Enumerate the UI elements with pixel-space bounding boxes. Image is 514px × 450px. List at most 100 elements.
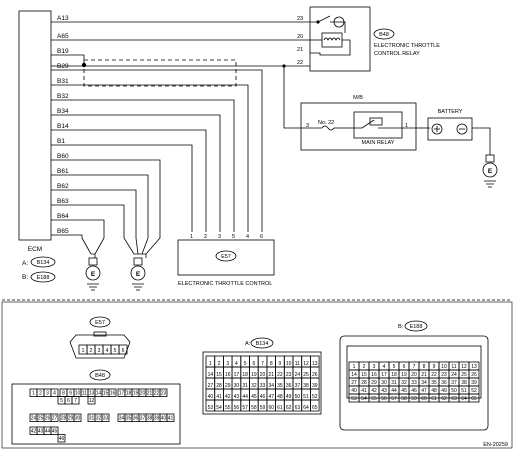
ecm-pin-b60: B60 [57,153,69,160]
b134-pin-43: 43 [234,394,240,400]
wire-b32 [51,99,235,232]
ground1-terminal [88,257,98,266]
e57-pin-cell [118,344,128,355]
b134-pin-54: 54 [216,405,222,411]
b134-pin-18: 18 [242,372,248,378]
e57-pins: 1 2 3 4 5 6 [78,344,128,355]
e57-latch [93,331,107,337]
wire-b64 [51,219,105,255]
b48-pin-33: 33 [103,416,109,422]
b134-pin-17: 17 [234,372,240,378]
wire-relay-to-mb [283,66,303,129]
b48-pin-46: 46 [59,436,65,442]
e188-pin-24: 24 [451,372,457,378]
b134-pin-32: 32 [251,383,257,389]
e188-pin-62: 62 [441,396,447,402]
ecm-pin-b62: B62 [57,183,69,190]
e188-pin-30: 30 [381,380,387,386]
wire-b1 [51,144,193,232]
b134-pin-13: 13 [312,361,318,367]
b134-pin-34: 34 [268,383,274,389]
b48-pin-32: 32 [96,416,102,422]
battery-label: BATTERY [438,109,463,115]
mb-title: M/B [353,95,363,101]
mb-main-relay-box [353,111,403,139]
e188-pin-5: 5 [393,364,396,370]
e188-pin-8: 8 [423,364,426,370]
b134-pin-16: 16 [225,372,231,378]
b134-pin-28: 28 [216,383,222,389]
b134-pin-48: 48 [277,394,283,400]
ecm-connector-b-code: E188 [37,275,50,281]
wire-b29 [51,69,263,232]
b48-pin-2: 2 [39,391,42,397]
ecm-box [18,10,52,241]
e188-pin-16: 16 [371,372,377,378]
e57-pin-6: 6 [122,348,125,354]
e57-pin-3: 3 [98,348,101,354]
e188-code: E188 [410,324,423,330]
ecm-connector-b-prefix: B: [22,274,28,281]
b134-pin-45: 45 [251,394,257,400]
ecm-pin-a65: A65 [57,33,69,40]
shield-dashed-box [83,59,237,87]
ground1-lead [91,253,96,258]
b134-pin-14: 14 [208,372,214,378]
b134-pin-4: 4 [235,361,238,367]
b134-code: B134 [256,341,269,347]
b48-pin-38: 38 [147,416,153,422]
ecm-pin-b1: B1 [57,138,65,145]
b134-pin-44: 44 [242,394,248,400]
e188-pin-63: 63 [451,396,457,402]
b134-pin-1: 1 [209,361,212,367]
e188-pin-9: 9 [433,364,436,370]
e188-pin-44: 44 [391,388,397,394]
b48-pin-27: 27 [52,416,58,422]
e188-pin-46: 46 [411,388,417,394]
b134-pin-52: 52 [312,394,318,400]
battery-ground-icon [484,180,496,188]
battery-box [427,117,473,141]
b48-pin-45: 45 [52,429,58,435]
wire-b34 [51,114,221,232]
b134-pin-27: 27 [208,383,214,389]
e188-pin-17: 17 [381,372,387,378]
battery-ground-circle [482,162,498,178]
b134-pin-57: 57 [242,405,248,411]
b48-pin-4-cell [50,388,59,397]
relay-pin-labels: 23 20 21 22 [297,16,303,66]
b134-code-oval [250,337,274,349]
b134-pin-51: 51 [303,394,309,400]
throttle-pin-4: 4 [246,234,249,240]
e188-pin-56: 56 [381,396,387,402]
relay-pin-21: 21 [297,47,303,53]
ground2-icon [132,283,144,291]
b134-pin-26: 26 [312,372,318,378]
b134-pin-15: 15 [216,372,222,378]
b134-pin-22: 22 [277,372,283,378]
e188-pin-55: 55 [371,396,377,402]
wire-b62 [51,189,139,255]
wire-battery-ground [472,127,491,155]
e188-pin-39: 39 [471,380,477,386]
b134-prefix: A: [245,341,251,347]
b48-pin-6: 6 [67,398,70,404]
b48-pin-24: 24 [31,416,37,422]
throttle-code: E57 [221,254,231,260]
mb-fuse-pin-left: 3 [306,123,309,129]
b134-pin-30: 30 [234,383,240,389]
relay-name-line1: ELECTRONIC THROTTLE [374,43,440,49]
ecm-pin-b63: B63 [57,198,69,205]
throttle-name: ELECTRONIC THROTTLE CONTROL [178,281,272,287]
throttle-box [177,239,275,276]
b134-pin-56: 56 [234,405,240,411]
ecm-pin-a13: A13 [57,15,69,22]
b48-pin-40: 40 [161,416,167,422]
b134-pin-20: 20 [260,372,266,378]
b134-pin-23: 23 [286,372,292,378]
b48-pin-30-cell [73,413,82,422]
b48-pin-26: 26 [45,416,51,422]
b134-pin-62: 62 [286,405,292,411]
e188-pin-26: 26 [471,372,477,378]
